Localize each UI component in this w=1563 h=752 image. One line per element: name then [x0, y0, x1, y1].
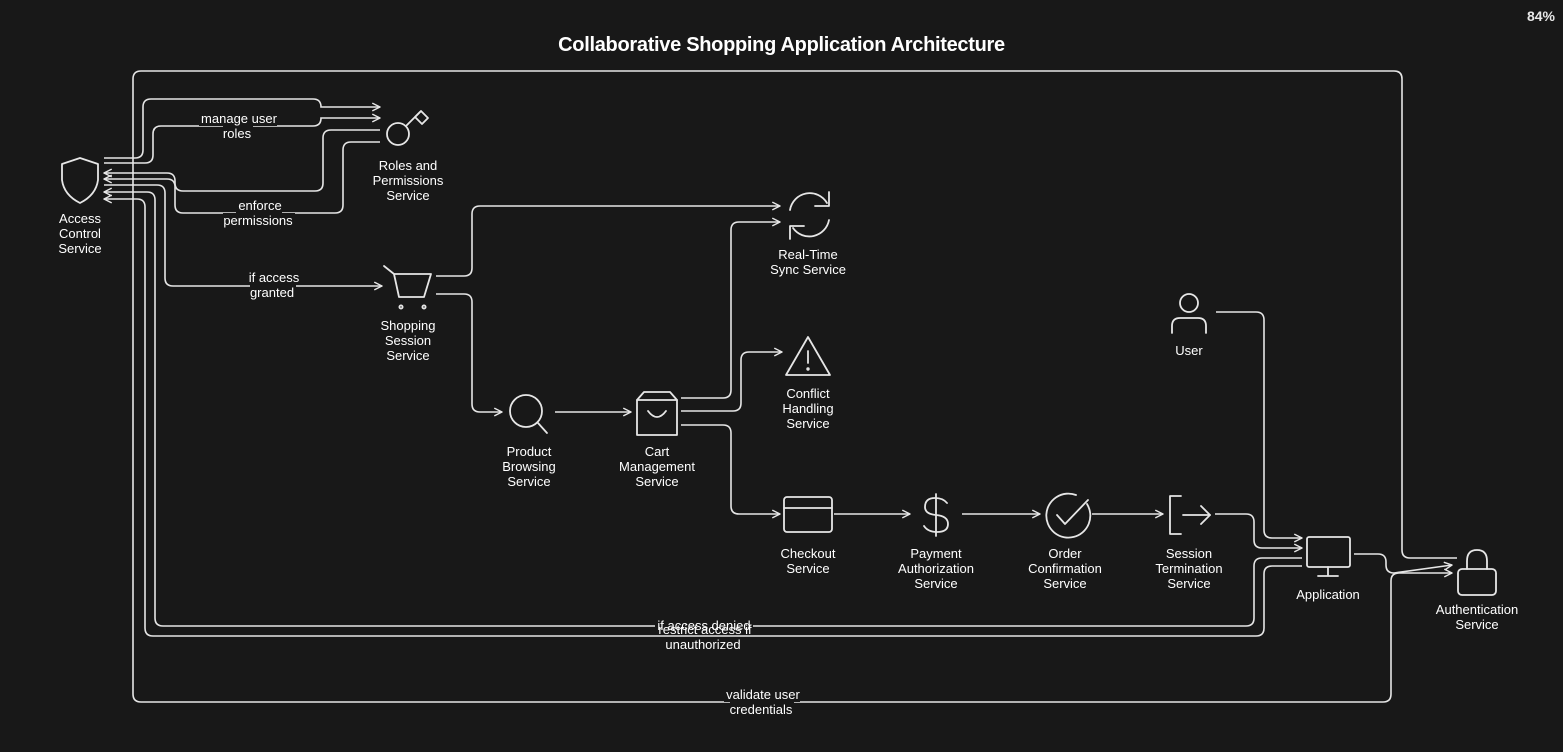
- edge-label-validate-credentials: validate user credentials: [687, 687, 837, 717]
- edge-label-access-granted: if access granted: [198, 270, 348, 300]
- node-label-checkout: Checkout Service: [780, 546, 836, 576]
- sync-icon[interactable]: [789, 191, 830, 240]
- node-label-roles: Roles and Permissions Service: [372, 158, 444, 203]
- check-circle-icon[interactable]: [1045, 492, 1092, 539]
- node-label-authentication: Authentication Service: [1435, 602, 1519, 632]
- edge-label-restrict-access-text: restrict access if unauthorized: [658, 622, 752, 652]
- credit-card-icon[interactable]: [783, 496, 833, 533]
- edge-session-sync: [436, 201, 781, 277]
- shopping-cart-icon[interactable]: [383, 265, 432, 310]
- node-label-cart: Cart Management Service: [619, 444, 695, 489]
- node-label-payment: Payment Authorization Service: [898, 546, 974, 591]
- user-icon[interactable]: [1171, 293, 1207, 334]
- edge-label-manage-roles-text: manage user roles: [199, 111, 277, 141]
- edge-cart-checkout: [681, 424, 781, 519]
- edge-label-access-denied: if access denied: [629, 618, 779, 633]
- shield-icon[interactable]: [61, 157, 99, 204]
- monitor-icon[interactable]: [1306, 536, 1351, 577]
- logout-icon[interactable]: [1169, 495, 1211, 535]
- edge-label-enforce-permissions-text: enforce permissions: [223, 198, 295, 228]
- edge-termination-application: [1215, 513, 1303, 553]
- edge-label-access-denied-text: if access denied: [655, 618, 753, 633]
- edge-cart-conflict: [681, 347, 783, 412]
- zoom-level[interactable]: 84%: [1526, 8, 1555, 24]
- edge-restrict-access: [103, 194, 1302, 637]
- edge-manage-roles-a: [104, 98, 381, 159]
- node-label-conflict: Conflict Handling Service: [782, 386, 834, 431]
- warning-icon[interactable]: [785, 336, 831, 376]
- edge-cart-sync: [681, 217, 781, 399]
- lock-icon[interactable]: [1457, 549, 1497, 596]
- node-label-product-browsing: Product Browsing Service: [502, 444, 556, 489]
- edge-label-enforce-permissions: enforce permissions: [184, 198, 334, 228]
- edge-label-restrict-access: restrict access if unauthorized: [629, 622, 779, 652]
- node-label-user: User: [1175, 343, 1203, 358]
- edge-application-auth: [1354, 553, 1453, 574]
- edge-roles-return-a: [103, 129, 380, 192]
- edge-label-validate-credentials-text: validate user credentials: [724, 687, 800, 717]
- diagram-title: Collaborative Shopping Application Archi…: [558, 34, 1005, 56]
- edge-label-access-granted-text: if access granted: [246, 270, 300, 300]
- node-label-access-control: Access Control Service: [58, 211, 102, 256]
- shopping-bag-icon[interactable]: [636, 391, 678, 436]
- node-label-application: Application: [1296, 587, 1360, 602]
- node-label-realtime-sync: Real-Time Sync Service: [770, 247, 846, 277]
- edge-validate-credentials: [132, 70, 1457, 703]
- edge-manage-roles-b: [104, 113, 381, 164]
- key-icon[interactable]: [386, 110, 429, 146]
- dollar-icon[interactable]: [923, 493, 949, 537]
- search-icon[interactable]: [509, 394, 548, 434]
- edge-session-browse: [436, 293, 503, 417]
- node-label-order: Order Confirmation Service: [1028, 546, 1102, 591]
- edge-access-granted: [104, 184, 383, 291]
- node-label-shopping-session: Shopping Session Service: [380, 318, 436, 363]
- edge-label-manage-roles: manage user roles: [163, 111, 313, 141]
- node-label-session-termination: Session Termination Service: [1155, 546, 1223, 591]
- edge-user-application: [1216, 311, 1303, 543]
